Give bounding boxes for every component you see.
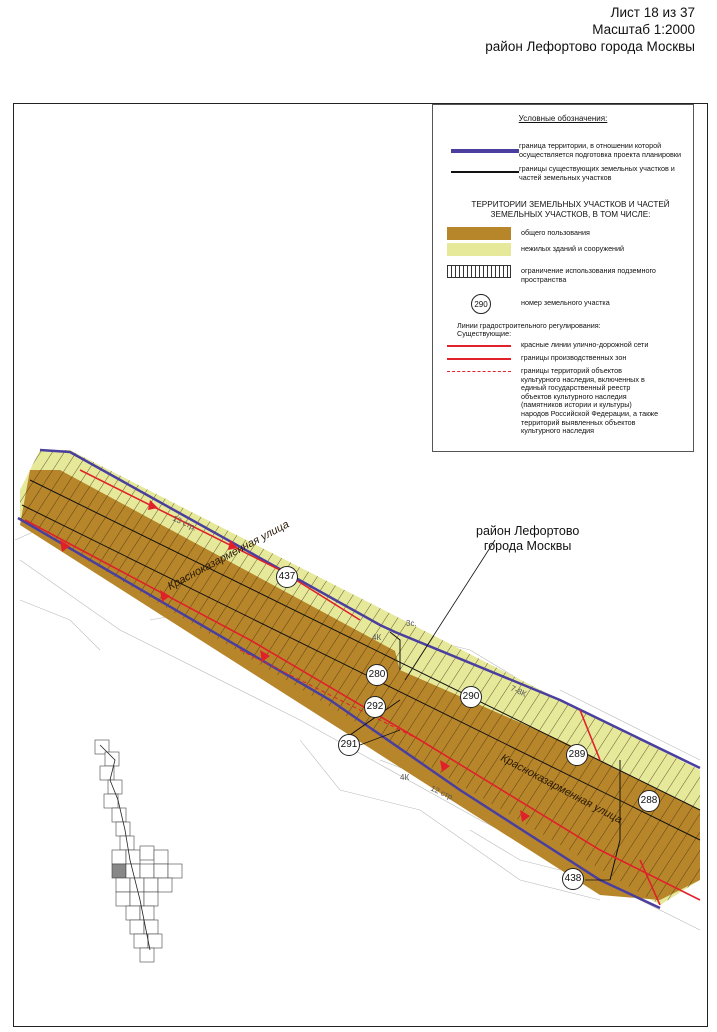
heritage-swatch [447,371,511,372]
leader-291 [359,729,401,746]
legend-title: Условные обозначения: [518,114,608,123]
parcel-number: 292 [364,696,386,718]
sheet-index-map [94,739,183,963]
legend-heritage: границы территорий объектов культурного … [521,366,659,436]
parcel-number: 280 [366,664,388,686]
non-residential-swatch [447,243,511,256]
legend-parcel-boundary: границы существующих земельных участков … [519,164,675,182]
building-label-2: 3с. [406,619,417,628]
legend-parcel-number: номер земельного участка [521,298,610,307]
district-label-line2: города Москвы [483,539,572,553]
parcel-number-sample: 290 [471,294,491,314]
legend-section-title: ТЕРРИТОРИИ ЗЕМЕЛЬНЫХ УЧАСТКОВ И ЧАСТЕЙ З… [471,200,670,219]
underground-swatch [447,265,511,278]
legend-public-use: общего пользования [521,228,590,237]
parcel-number: 437 [276,566,298,588]
legend-non-residential: нежилых зданий и сооружений [521,244,625,253]
district-label: район Лефортово города Москвы [476,524,579,554]
industrial-zone-line [239,649,421,741]
red-line-markers [60,500,530,822]
legend-red-lines: красные линии улично-дорожной сети [521,340,649,349]
district-title: район Лефортово города Москвы [485,39,695,54]
legend-underground: ограничение использования подземного про… [521,266,656,284]
planning-boundary-bottom [17,516,661,910]
building-label-3: 4К [372,633,381,642]
legend-industrial: границы производственных зон [521,353,627,362]
parcel-number: 291 [338,734,360,756]
map-scale: Масштаб 1:2000 [592,22,695,37]
parcel-boundary-swatch [451,171,519,173]
legend-lines-title: Линии градостроительного регулирования: [457,321,601,330]
legend: Условные обозначения: граница территории… [432,104,694,452]
parcel-number: 438 [562,868,584,890]
sheet-number: Лист 18 из 37 [610,5,695,20]
parcel-number: 289 [566,744,588,766]
map-frame [13,103,708,1027]
sheet-header: Лист 18 из 37 Масштаб 1:2000 район Лефор… [485,4,695,55]
parcel-number: 290 [460,686,482,708]
district-label-line1: район Лефортово [476,524,580,538]
legend-planning-boundary: граница территории, в отношении которой … [519,141,681,159]
parcel-boundaries [21,479,701,881]
red-line-swatch [447,345,511,347]
planning-boundary-swatch [451,149,519,153]
district-leader-line [404,539,496,681]
legend-existing: Существующие: [457,329,512,338]
public-use-swatch [447,227,511,240]
underground-restriction [20,450,700,905]
industrial-zone-swatch [447,358,511,360]
parcel-number: 288 [638,790,660,812]
planning-boundary-top [39,448,701,770]
building-label-6: 4К [400,773,409,782]
